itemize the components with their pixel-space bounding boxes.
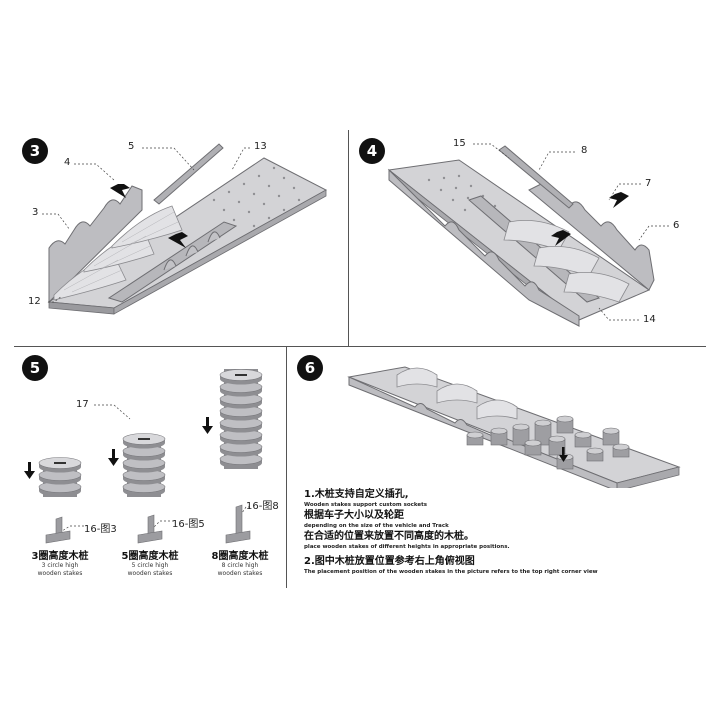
note-line-en: depending on the size of the vehicle and… (304, 523, 449, 529)
stake-caption-en: wooden stakes (127, 570, 173, 577)
peg-part (225, 504, 251, 544)
step-5-panel: 5 (14, 347, 286, 588)
stake-caption-8: 8圈高度木桩 8 circle high wooden stakes (190, 547, 290, 578)
callout-5: 5 (128, 141, 135, 152)
callout-15: 15 (453, 138, 466, 149)
note-line-zh: 1.木桩支持自定义插孔, (304, 489, 409, 500)
arrow-icon (24, 462, 35, 479)
peg-part (45, 516, 71, 544)
step-3-panel: 3 (14, 130, 348, 346)
arrow-icon (108, 449, 119, 466)
callout-13: 13 (254, 141, 267, 152)
stake-caption-en: wooden stakes (217, 570, 263, 577)
step-5-illustration (24, 369, 263, 544)
side-wall (48, 185, 143, 304)
rail-piece (153, 143, 224, 205)
callout-14: 14 (643, 314, 656, 325)
stake-caption-en: 8 circle high (221, 562, 259, 569)
stake-caption-zh: 5圈高度木桩 (121, 551, 179, 562)
callout-6: 6 (673, 220, 680, 231)
stake-caption-en: 3 circle high (41, 562, 79, 569)
part-label-16-3: 16-图3 (84, 524, 117, 535)
part-label-16-5: 16-图5 (172, 519, 205, 530)
callout-12: 12 (28, 296, 41, 307)
side-wall (388, 168, 580, 327)
side-wall (528, 181, 655, 291)
ramp (563, 271, 630, 303)
note-line-en: Wooden stakes support custom sockets (304, 502, 428, 508)
step-6-notes: 1.木桩支持自定义插孔, Wooden stakes support custo… (304, 488, 704, 576)
stake-5-circle (122, 433, 166, 497)
callout-3: 3 (32, 207, 39, 218)
stake-caption-en: wooden stakes (37, 570, 83, 577)
note-line-en: The placement position of the wooden sta… (304, 569, 598, 575)
ramp (436, 383, 478, 404)
arrow-icon (609, 192, 629, 208)
step-6-number: 6 (297, 355, 323, 381)
ramp (396, 367, 438, 388)
callout-8: 8 (581, 145, 588, 156)
step-3-illustration (42, 143, 328, 315)
instruction-sheet: 3 (14, 130, 706, 588)
callout-4: 4 (64, 157, 71, 168)
divider-vertical-top (348, 130, 349, 346)
step-4-number: 4 (359, 138, 385, 164)
callout-7: 7 (645, 178, 652, 189)
stake-3-circle (38, 457, 82, 497)
arrow-icon (110, 184, 130, 198)
divider-vertical-bottom (286, 346, 287, 588)
callout-17: 17 (76, 399, 89, 410)
step-5-number: 5 (22, 355, 48, 381)
stake-caption-5: 5圈高度木桩 5 circle high wooden stakes (100, 547, 200, 578)
divider-horizontal (14, 346, 706, 347)
arrow-icon (168, 232, 188, 248)
note-line-en: place wooden stakes of different heights… (304, 544, 510, 550)
note-line-zh: 在合适的位置来放置不同高度的木桩。 (304, 531, 474, 542)
arrow-icon (551, 230, 571, 246)
step-6-panel: 6 (287, 347, 706, 488)
stake-caption-3: 3圈高度木桩 3 circle high wooden stakes (10, 547, 110, 578)
arrow-icon (559, 447, 568, 462)
stake-caption-zh: 8圈高度木桩 (211, 551, 269, 562)
ramp (476, 399, 518, 420)
stake-grid (466, 415, 630, 470)
step-6-illustration (347, 366, 681, 488)
center-rail (468, 195, 600, 303)
note-line-zh: 根据车子大小以及轮距 (304, 510, 404, 521)
step-4-panel: 4 (349, 130, 706, 346)
part-label-16-8: 16-图8 (246, 501, 279, 512)
note-line-zh: 2.图中木桩放置位置参考右上角俯视图 (304, 556, 475, 567)
arrow-icon (202, 417, 213, 434)
stake-8-circle (219, 369, 263, 469)
stake-caption-zh: 3圈高度木桩 (31, 551, 89, 562)
stake-caption-en: 5 circle high (131, 562, 169, 569)
step-4-illustration (387, 143, 669, 327)
step-3-number: 3 (22, 138, 48, 164)
peg-part (137, 514, 163, 544)
rail-piece (498, 145, 574, 209)
